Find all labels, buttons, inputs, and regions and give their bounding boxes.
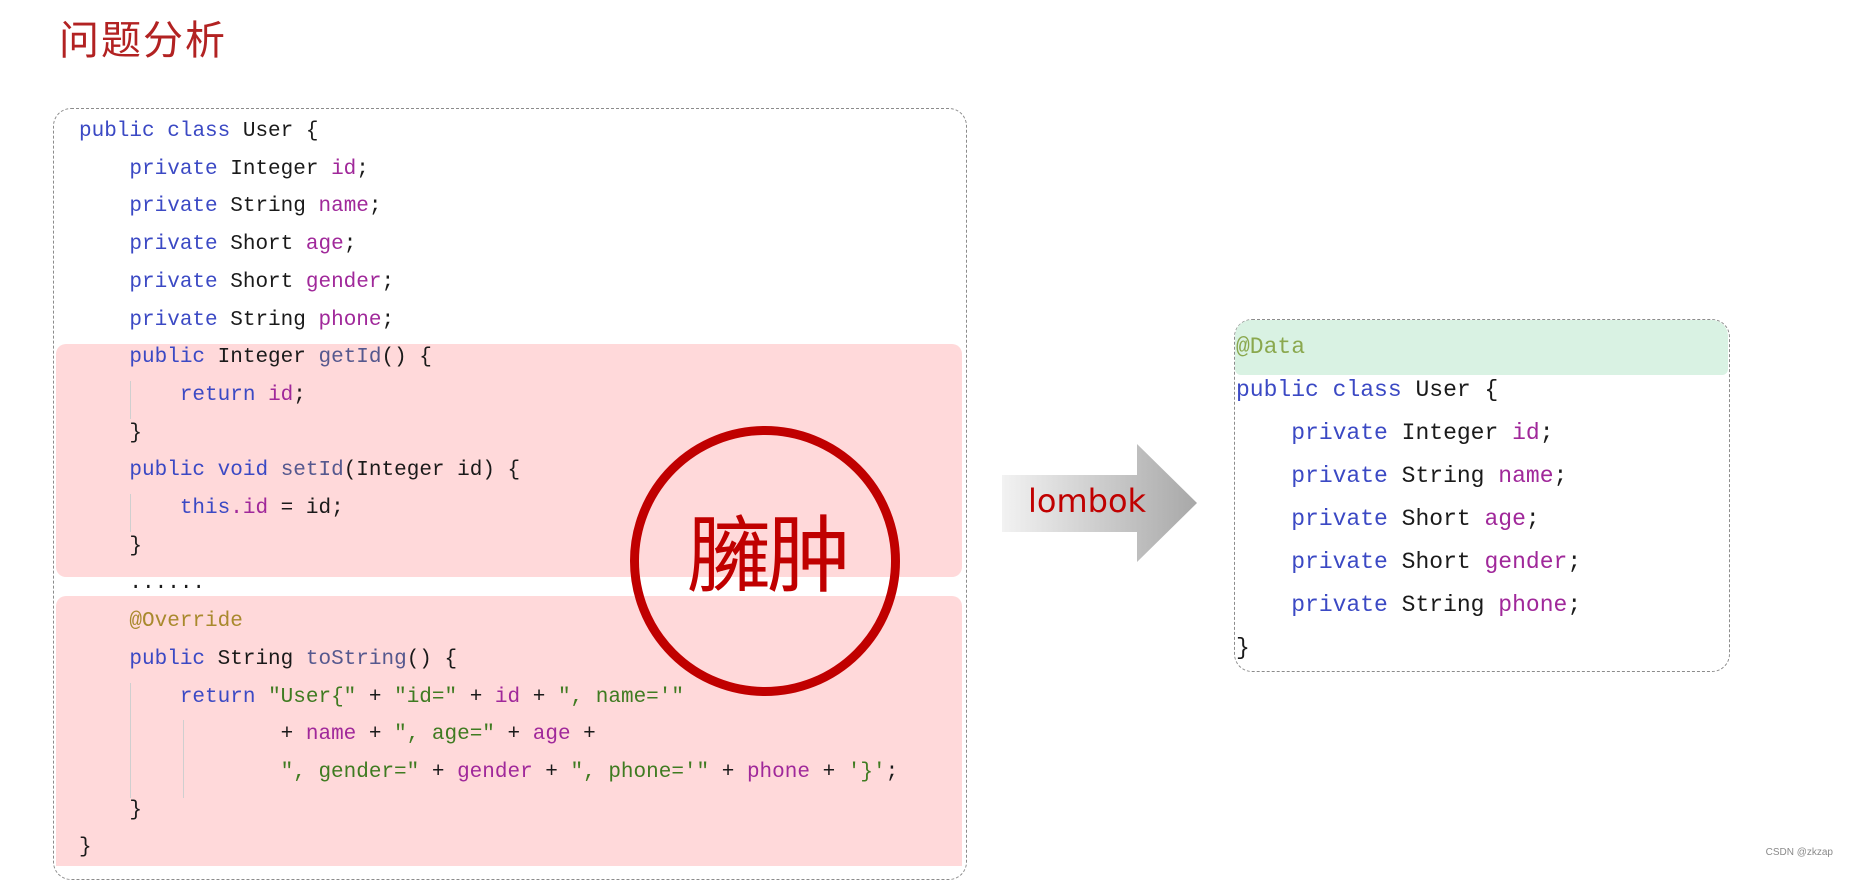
lombok-code-box (1234, 319, 1730, 672)
field-line: private Integer id; (129, 157, 369, 181)
arrow-right-icon (1002, 444, 1197, 562)
indent-guide (183, 720, 184, 798)
code-line: public class User { (1236, 377, 1499, 403)
getter-line: public Integer getId() { (129, 346, 432, 370)
ellipsis-line: ...... (129, 572, 206, 596)
code-line: public class User { (79, 120, 319, 143)
brace-line: } (129, 798, 143, 822)
lombok-code: @Data public class User { private Integer… (1236, 326, 1581, 670)
field-line: private String name; (1291, 463, 1568, 489)
field-line: private Short gender; (129, 270, 395, 294)
field-line: private Short age; (129, 233, 357, 257)
bloated-stamp-text: 臃肿 (686, 507, 851, 605)
field-line: private String phone; (129, 308, 395, 332)
override-line: @Override (129, 610, 243, 634)
annotation-highlight (1235, 320, 1728, 375)
field-line: private String phone; (1291, 592, 1582, 618)
field-line: private Short gender; (1291, 549, 1582, 575)
arrow-label: lombok (1028, 482, 1147, 520)
field-line: private String name; (129, 195, 382, 219)
indent-guide (130, 683, 131, 798)
brace-line: } (129, 534, 143, 558)
bloated-stamp-circle (630, 426, 900, 696)
return-line: return id; (179, 383, 306, 407)
brace-line: } (129, 421, 143, 445)
indent-guide (130, 494, 131, 532)
tostring-return-line: return "User{" + "id=" + id + ", name='" (179, 685, 684, 709)
page-title: 问题分析 (59, 18, 227, 64)
field-line: private Short age; (1291, 506, 1540, 532)
watermark: CSDN @zkzap (1765, 847, 1833, 858)
brace-line: } (1236, 635, 1250, 661)
tostring-concat-line: ", gender=" + gender + ", phone='" + pho… (280, 760, 899, 784)
field-line: private Integer id; (1291, 420, 1554, 446)
setter-line: public void setId(Integer id) { (129, 459, 521, 483)
indent-guide (130, 381, 131, 419)
tostring-line: public String toString() { (129, 647, 458, 671)
tostring-concat-line: + name + ", age=" + age + (280, 723, 596, 747)
assign-line: this.id = id; (179, 497, 344, 521)
brace-line: } (79, 836, 92, 860)
verbose-code: public class User { private Integer id; … (79, 113, 898, 867)
annotation-line: @Data (1236, 334, 1306, 360)
